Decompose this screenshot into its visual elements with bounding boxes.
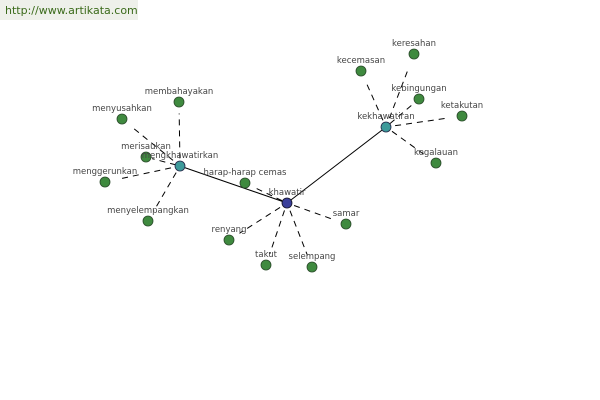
- node-circle[interactable]: [306, 261, 318, 273]
- node-circle[interactable]: [142, 215, 154, 227]
- node-label: membahayakan: [145, 87, 214, 97]
- leaf-node[interactable]: kecemasan: [337, 56, 385, 77]
- root-node[interactable]: khawatir: [269, 188, 306, 209]
- node-circle[interactable]: [413, 93, 425, 105]
- node-circle[interactable]: [174, 160, 186, 172]
- node-circle[interactable]: [380, 121, 392, 133]
- edge: [151, 158, 177, 166]
- edge: [388, 66, 410, 119]
- node-circle[interactable]: [140, 151, 152, 163]
- node-circle[interactable]: [281, 197, 293, 209]
- edge: [286, 126, 387, 204]
- hub-node[interactable]: kekhawatiran: [357, 112, 415, 133]
- node-circle[interactable]: [260, 259, 272, 271]
- hub-node[interactable]: mengkhawatirkan: [142, 151, 219, 172]
- node-circle[interactable]: [116, 113, 128, 125]
- node-label: kegalauan: [414, 148, 458, 158]
- leaf-node[interactable]: ketakutan: [441, 101, 483, 122]
- edge: [239, 207, 281, 234]
- leaf-node[interactable]: harap-harap cemas: [204, 168, 288, 189]
- node-label: samar: [333, 209, 360, 219]
- node-label: kekhawatiran: [357, 112, 414, 122]
- edge: [391, 130, 428, 157]
- edge: [269, 210, 285, 255]
- leaf-node[interactable]: keresahan: [392, 39, 436, 60]
- leaf-node[interactable]: samar: [333, 209, 360, 230]
- node-label: kecemasan: [337, 56, 385, 66]
- edge: [252, 186, 283, 202]
- edge: [153, 172, 177, 212]
- node-circle[interactable]: [239, 177, 251, 189]
- node-label: harap-harap cemas: [204, 168, 288, 178]
- leaf-node[interactable]: selempang: [289, 252, 336, 273]
- node-label: kebingungan: [391, 84, 446, 94]
- node-label: renyang: [212, 225, 247, 235]
- leaf-node[interactable]: renyang: [212, 225, 247, 246]
- edge: [179, 165, 288, 204]
- leaf-node[interactable]: merisaukan: [121, 142, 171, 163]
- edge: [395, 117, 449, 127]
- node-label: menyusahkan: [92, 104, 152, 114]
- edge: [289, 210, 308, 256]
- edge: [132, 127, 174, 161]
- leaf-node[interactable]: takut: [255, 250, 278, 271]
- node-label: menyelempangkan: [107, 206, 189, 216]
- node-label: ketakutan: [441, 101, 483, 111]
- watermark-link[interactable]: http://www.artikata.com: [0, 0, 138, 20]
- node-circle[interactable]: [355, 65, 367, 77]
- node-circle[interactable]: [340, 218, 352, 230]
- edge: [389, 103, 414, 125]
- node-circle[interactable]: [99, 176, 111, 188]
- node-circle[interactable]: [430, 157, 442, 169]
- edge: [178, 113, 181, 159]
- node-label: merisaukan: [121, 142, 171, 152]
- leaf-node[interactable]: kegalauan: [414, 148, 458, 169]
- node-label: khawatir: [269, 188, 306, 198]
- node-circle[interactable]: [408, 48, 420, 60]
- node-label: selempang: [289, 252, 336, 262]
- node-circle[interactable]: [173, 96, 185, 108]
- leaf-node[interactable]: menyelempangkan: [107, 206, 189, 227]
- node-label: mengkhawatirkan: [142, 151, 219, 161]
- leaf-node[interactable]: kebingungan: [391, 84, 447, 105]
- node-circle[interactable]: [223, 234, 235, 246]
- node-label: keresahan: [392, 39, 436, 49]
- edge: [293, 205, 336, 221]
- edge: [118, 167, 172, 180]
- leaf-node[interactable]: menggerunkan: [73, 167, 138, 188]
- node-label: takut: [255, 250, 278, 260]
- edge: [365, 80, 384, 121]
- node-circle[interactable]: [456, 110, 468, 122]
- node-label: menggerunkan: [73, 167, 138, 177]
- leaf-node[interactable]: membahayakan: [145, 87, 214, 108]
- leaf-node[interactable]: menyusahkan: [92, 104, 152, 125]
